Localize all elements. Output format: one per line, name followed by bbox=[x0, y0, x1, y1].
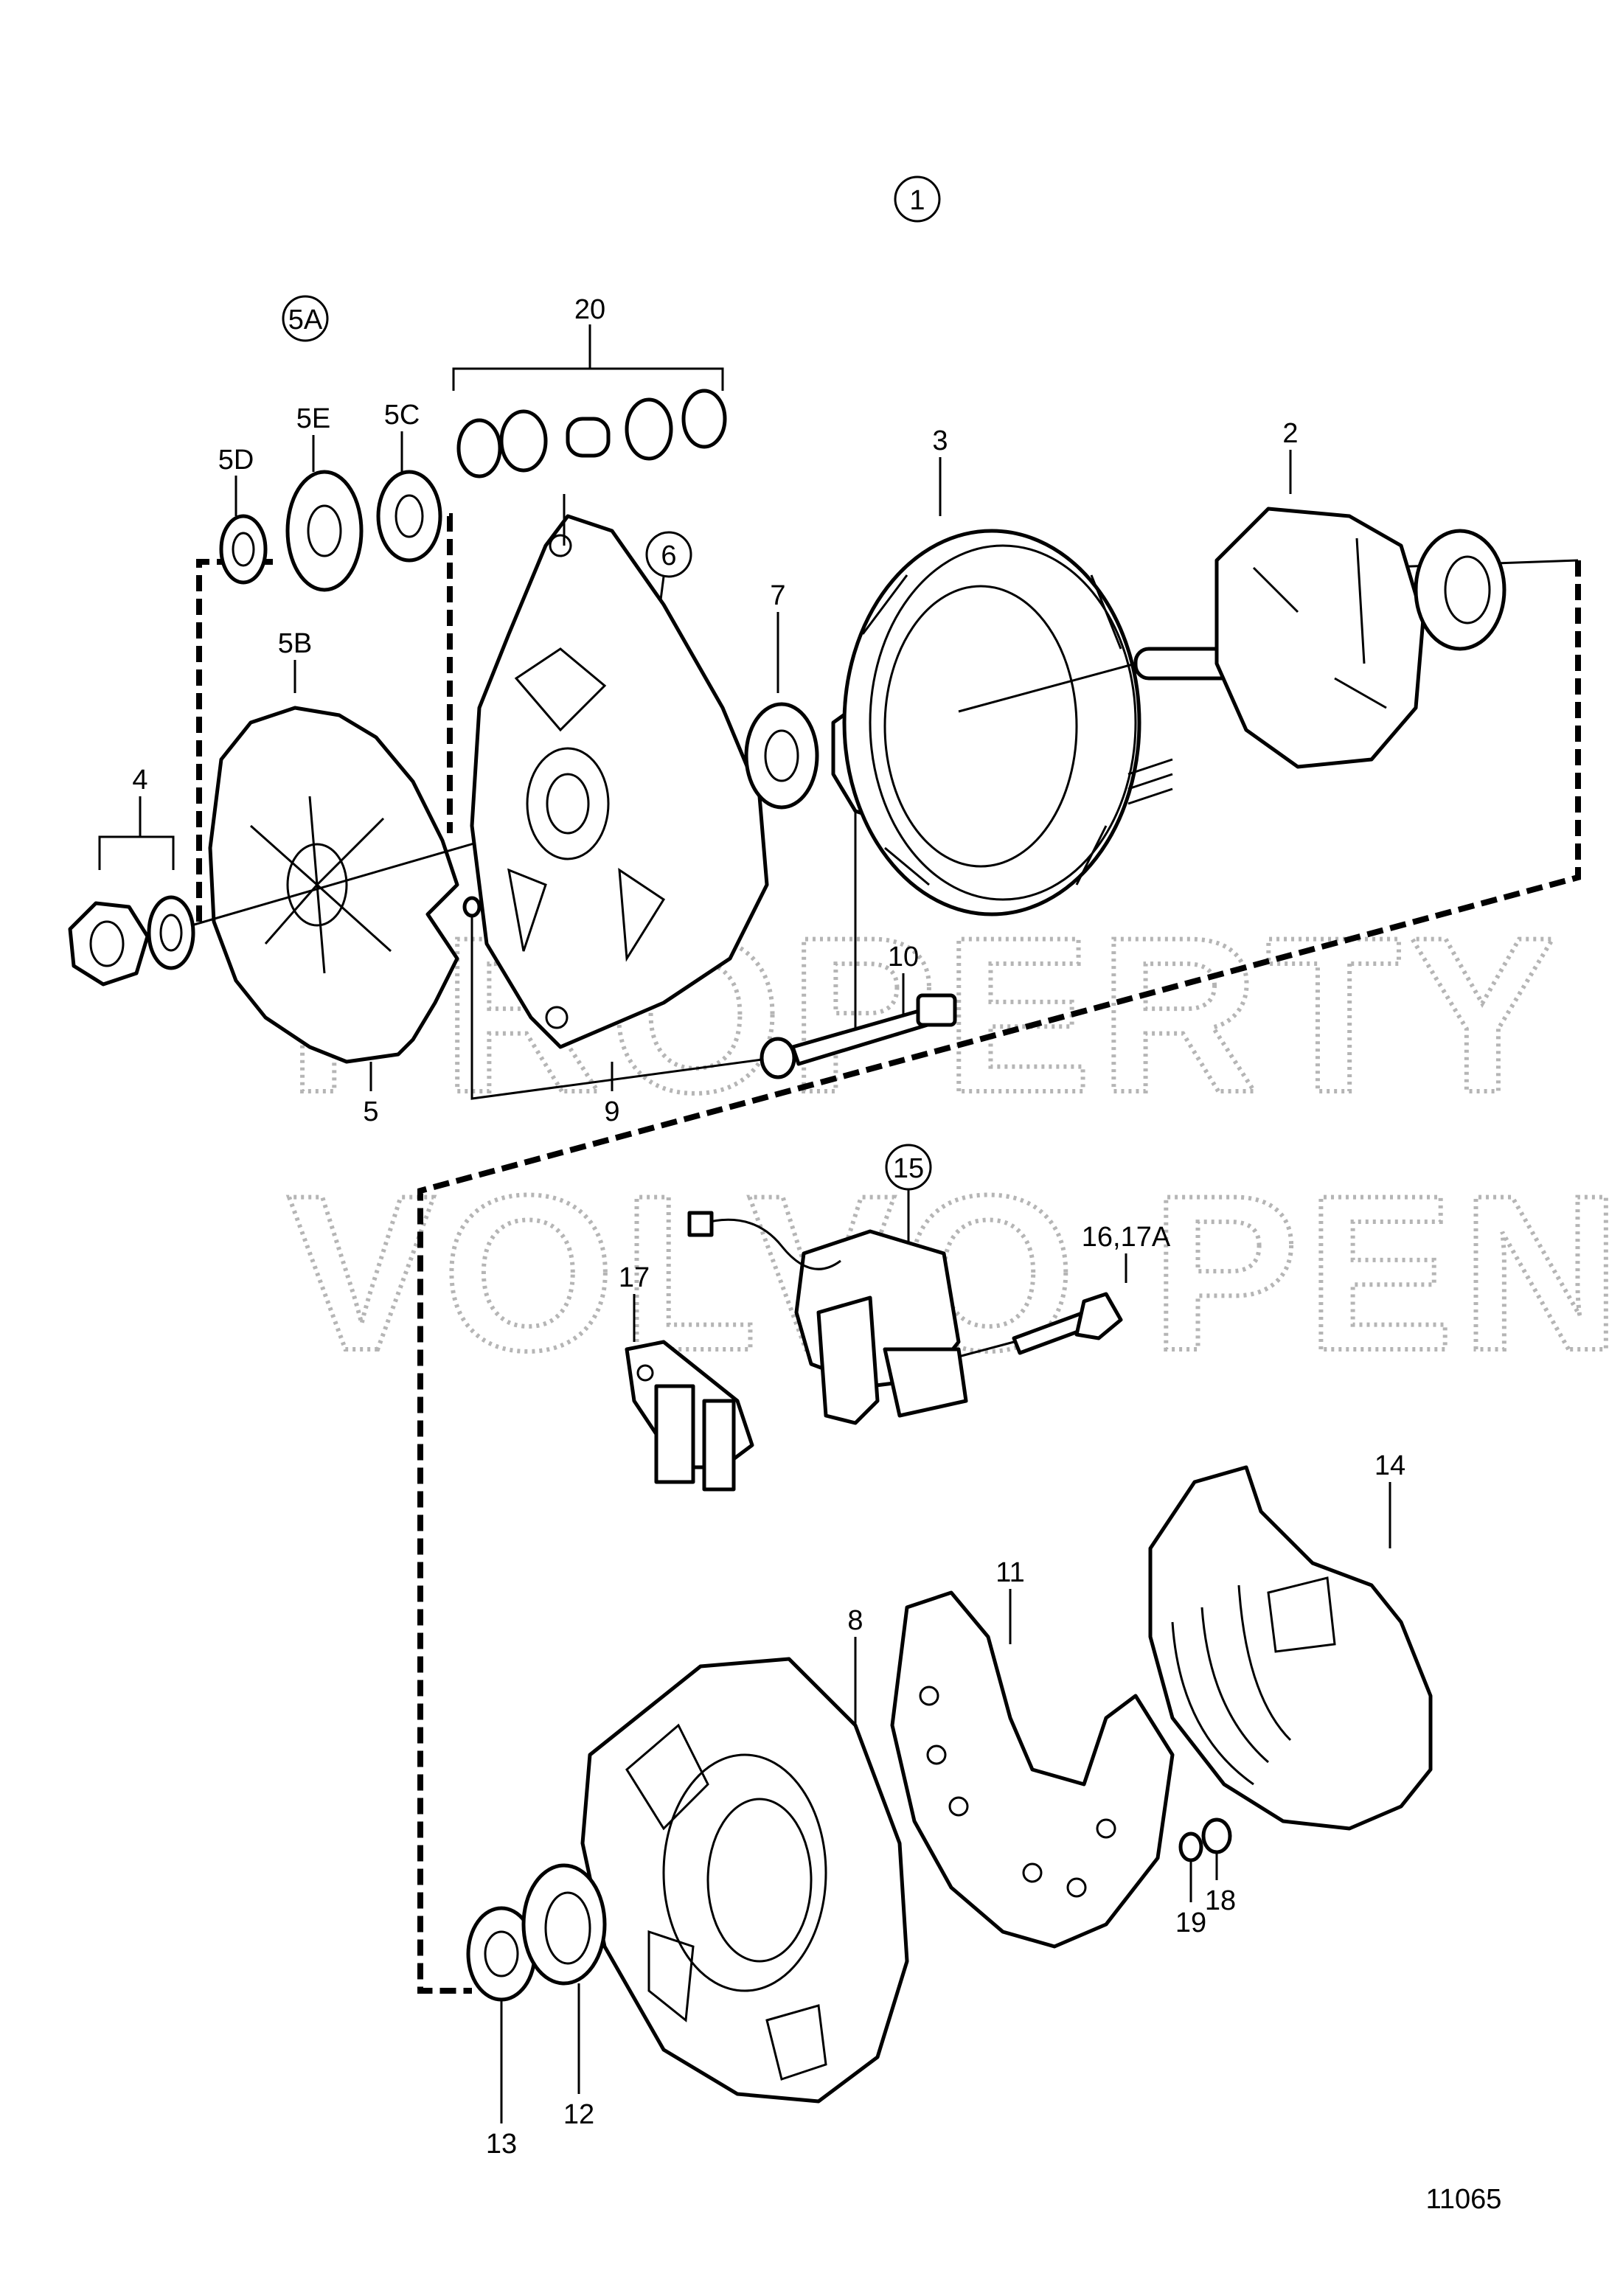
group-callout-15: 15 bbox=[893, 1153, 924, 1184]
drive-end-shield-part: 6 9 bbox=[462, 494, 857, 1127]
cover-part: 14 bbox=[1148, 1450, 1433, 1831]
nut-18-part: 18 bbox=[1201, 1817, 1236, 1916]
label-20: 20 bbox=[574, 294, 605, 325]
label-5: 5 bbox=[363, 1096, 378, 1127]
screw-16-17A-part: 16,17A bbox=[958, 1222, 1171, 1358]
fan-kit-group: 5A 5D 5E 5C bbox=[218, 295, 442, 592]
watermark: PROPERTY OF VOLVO PENTA bbox=[285, 888, 1623, 1399]
rectifier-part: 11 bbox=[890, 1557, 1175, 1949]
label-10: 10 bbox=[888, 942, 919, 973]
retainer-12-part: 12 bbox=[521, 1863, 607, 2130]
label-9: 9 bbox=[604, 1096, 619, 1127]
label-11: 11 bbox=[995, 1557, 1024, 1588]
bearing-7-part: 7 bbox=[744, 580, 819, 810]
label-12: 12 bbox=[563, 2099, 594, 2130]
slip-ring-end-shield-part: 8 bbox=[486, 1605, 909, 2104]
label-5B: 5B bbox=[278, 628, 312, 659]
label-7: 7 bbox=[770, 580, 785, 611]
label-19: 19 bbox=[1175, 1907, 1206, 1938]
bearing-13-part: 13 bbox=[466, 1906, 537, 2160]
stator-part: 3 bbox=[842, 425, 1173, 916]
label-18: 18 bbox=[1205, 1885, 1236, 1916]
washer-19-part: 19 bbox=[1175, 1831, 1206, 1938]
label-16-17A: 16,17A bbox=[1082, 1222, 1171, 1253]
label-4: 4 bbox=[132, 765, 147, 796]
label-3: 3 bbox=[932, 425, 948, 456]
label-14: 14 bbox=[1374, 1450, 1405, 1481]
group-callout-6: 6 bbox=[661, 540, 676, 571]
group-callout-5A: 5A bbox=[288, 305, 323, 335]
regulator-part: 15 bbox=[687, 1144, 968, 1425]
brush-holder-part: 17 bbox=[619, 1262, 754, 1492]
label-8: 8 bbox=[847, 1605, 863, 1636]
assembly-callout: 1 bbox=[894, 175, 941, 223]
rotor-part: 2 bbox=[958, 418, 1506, 769]
figure-number: 11065 bbox=[1426, 2184, 1502, 2215]
label-2: 2 bbox=[1282, 418, 1298, 449]
label-17: 17 bbox=[619, 1262, 650, 1293]
through-bolt-part: 10 bbox=[760, 942, 957, 1079]
nut-washer-part: 4 bbox=[68, 765, 561, 987]
label-5D: 5D bbox=[218, 445, 254, 476]
label-13: 13 bbox=[486, 2129, 517, 2160]
label-5C: 5C bbox=[384, 400, 420, 431]
diode-kit-group: 20 bbox=[452, 294, 727, 479]
assembly-callout-number: 1 bbox=[909, 185, 925, 216]
label-5E: 5E bbox=[296, 403, 330, 434]
